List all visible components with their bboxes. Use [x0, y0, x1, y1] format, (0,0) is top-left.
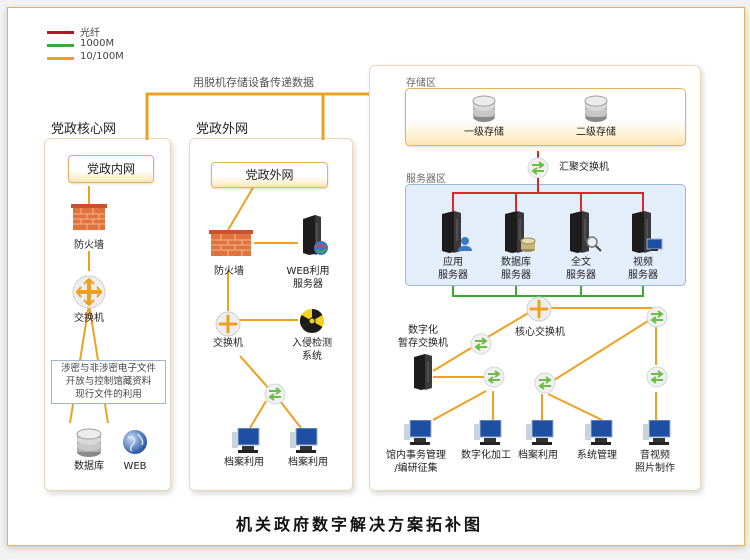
storage-zone-title: 存储区 — [406, 78, 436, 89]
core-switch-label: 核心交换机 — [515, 327, 565, 338]
core-switch-label: 交换机 — [74, 313, 104, 324]
note-line: 开放与控制馆藏资料 — [65, 376, 152, 387]
legend-label-10-100m: 10/100M — [80, 51, 124, 62]
external-network-header: 党政外网 — [211, 162, 328, 188]
legend-swatch-fiber — [47, 31, 74, 34]
label-line: 服务器 — [293, 279, 323, 290]
server-search-icon — [570, 211, 602, 253]
storage-zone — [405, 88, 686, 146]
label-line: 应用 — [443, 257, 463, 268]
ids-label: 入侵检测 系统 — [282, 337, 342, 363]
external-network-title: 党政外网 — [196, 122, 249, 137]
database-icon — [76, 428, 102, 457]
database-label: 数据库 — [74, 461, 104, 472]
switch-icon — [534, 372, 556, 394]
label-line: 音视频 — [640, 450, 670, 461]
aggregation-switch-label: 汇聚交换机 — [559, 162, 609, 173]
topology-diagram: 光纤 1000M 10/100M — [7, 7, 745, 546]
core-network-title: 党政核心网 — [51, 122, 117, 137]
radiation-ids-icon — [299, 309, 324, 334]
web-globe-icon — [123, 430, 147, 454]
label-line: 服务器 — [628, 270, 658, 281]
label-line: 照片制作 — [635, 463, 675, 474]
computer-icon — [474, 420, 502, 445]
firewall-icon — [209, 230, 253, 256]
switch-icon — [483, 366, 505, 388]
workstation-label: 馆内事务管理/编研征集 — [379, 449, 453, 475]
computer-icon — [290, 428, 318, 453]
note-line: 涉密与非涉密电子文件 — [60, 363, 156, 374]
core-network-note: 涉密与非涉密电子文件 开放与控制馆藏资料 现行文件的利用 — [51, 360, 166, 404]
external-pc1-label: 档案利用 — [224, 457, 264, 468]
computer-icon — [585, 420, 613, 445]
label-line: WEB利用 — [286, 266, 330, 277]
server-zone-title: 服务器区 — [406, 174, 446, 185]
label-line: 数据库 — [501, 257, 531, 268]
server-database-icon — [505, 211, 536, 253]
switch-icon — [646, 306, 668, 328]
server-monitor-icon — [632, 211, 663, 253]
staging-server-icon — [414, 354, 432, 390]
workstation-label: 音视频照片制作 — [618, 449, 692, 475]
switch-icon — [646, 366, 668, 388]
server-label: 数据库服务器 — [491, 256, 541, 282]
workstation-label: 档案利用 — [501, 449, 575, 462]
firewall-icon — [71, 204, 107, 230]
label-line: 档案利用 — [518, 450, 558, 461]
server-label: 应用服务器 — [428, 256, 478, 282]
label-line: 馆内事务管理 — [386, 450, 446, 461]
label-line: 服务器 — [438, 270, 468, 281]
core-network-header: 党政内网 — [68, 155, 154, 183]
label-line: 视频 — [633, 257, 653, 268]
diagram-caption: 机关政府数字解决方案拓补图 — [236, 515, 484, 534]
label-line: 系统管理 — [577, 450, 617, 461]
web-server-icon — [303, 215, 328, 255]
storage-icon — [584, 95, 608, 122]
server-label: 全文服务器 — [556, 256, 606, 282]
storage-icon — [472, 95, 496, 122]
offline-link-core — [145, 92, 369, 140]
server-user-icon — [442, 211, 472, 253]
legend-label-fiber: 光纤 — [80, 28, 100, 39]
label-line: 数字化 — [408, 325, 438, 336]
web-server-label: WEB利用 服务器 — [278, 265, 338, 291]
external-switch-label: 交换机 — [213, 338, 243, 349]
computer-icon — [232, 428, 260, 453]
computer-icon — [404, 420, 432, 445]
label-line: 服务器 — [501, 270, 531, 281]
router-icon — [215, 311, 241, 337]
aggregation-switch-icon — [527, 157, 549, 179]
workstation-label: 数字化加工 — [449, 449, 523, 462]
storage1-label: 一级存储 — [464, 127, 504, 138]
web-label: WEB — [123, 461, 147, 472]
switch-icon — [470, 333, 492, 355]
offline-transfer-label: 用脱机存储设备传递数据 — [193, 76, 314, 89]
external-pc2-label: 档案利用 — [288, 457, 328, 468]
router-icon — [72, 275, 106, 309]
storage2-label: 二级存储 — [576, 127, 616, 138]
legend-swatch-1000m — [47, 44, 74, 47]
core-switch-icon — [526, 296, 552, 322]
note-line: 现行文件的利用 — [75, 389, 142, 400]
legend-label-1000m: 1000M — [80, 38, 115, 49]
core-network-panel — [44, 138, 171, 491]
server-label: 视频服务器 — [618, 256, 668, 282]
computer-icon — [643, 420, 671, 445]
label-line: 服务器 — [566, 270, 596, 281]
label-line: 暂存交换机 — [398, 338, 448, 349]
external-network-panel — [189, 138, 353, 491]
computer-icon — [526, 420, 554, 445]
workstation-label: 系统管理 — [560, 449, 634, 462]
label-line: 数字化加工 — [461, 450, 511, 461]
core-firewall-label: 防火墙 — [74, 240, 104, 251]
label-line: 系统 — [302, 351, 322, 362]
label-line: 入侵检测 — [292, 338, 332, 349]
label-line: /编研征集 — [394, 463, 438, 474]
label-line: 全文 — [571, 257, 591, 268]
switch-icon — [264, 383, 286, 405]
digital-staging-switch-label: 数字化 暂存交换机 — [393, 324, 453, 350]
external-firewall-label: 防火墙 — [214, 266, 244, 277]
legend-swatch-10-100m — [47, 57, 74, 60]
